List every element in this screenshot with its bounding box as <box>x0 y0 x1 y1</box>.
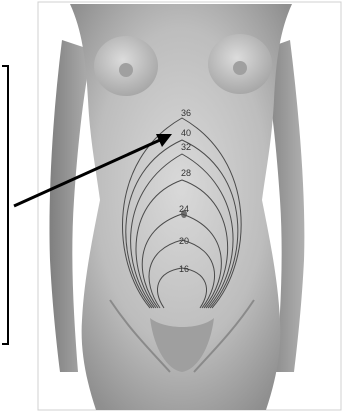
label-20: 20 <box>179 236 189 246</box>
label-40: 40 <box>181 128 191 138</box>
label-16: 16 <box>179 264 189 274</box>
label-28: 28 <box>181 168 191 178</box>
right-nipple <box>233 61 247 75</box>
left-nipple <box>119 63 133 77</box>
label-24: 24 <box>179 204 189 214</box>
label-32: 32 <box>181 142 191 152</box>
label-36: 36 <box>181 108 191 118</box>
left-bracket <box>2 66 8 344</box>
